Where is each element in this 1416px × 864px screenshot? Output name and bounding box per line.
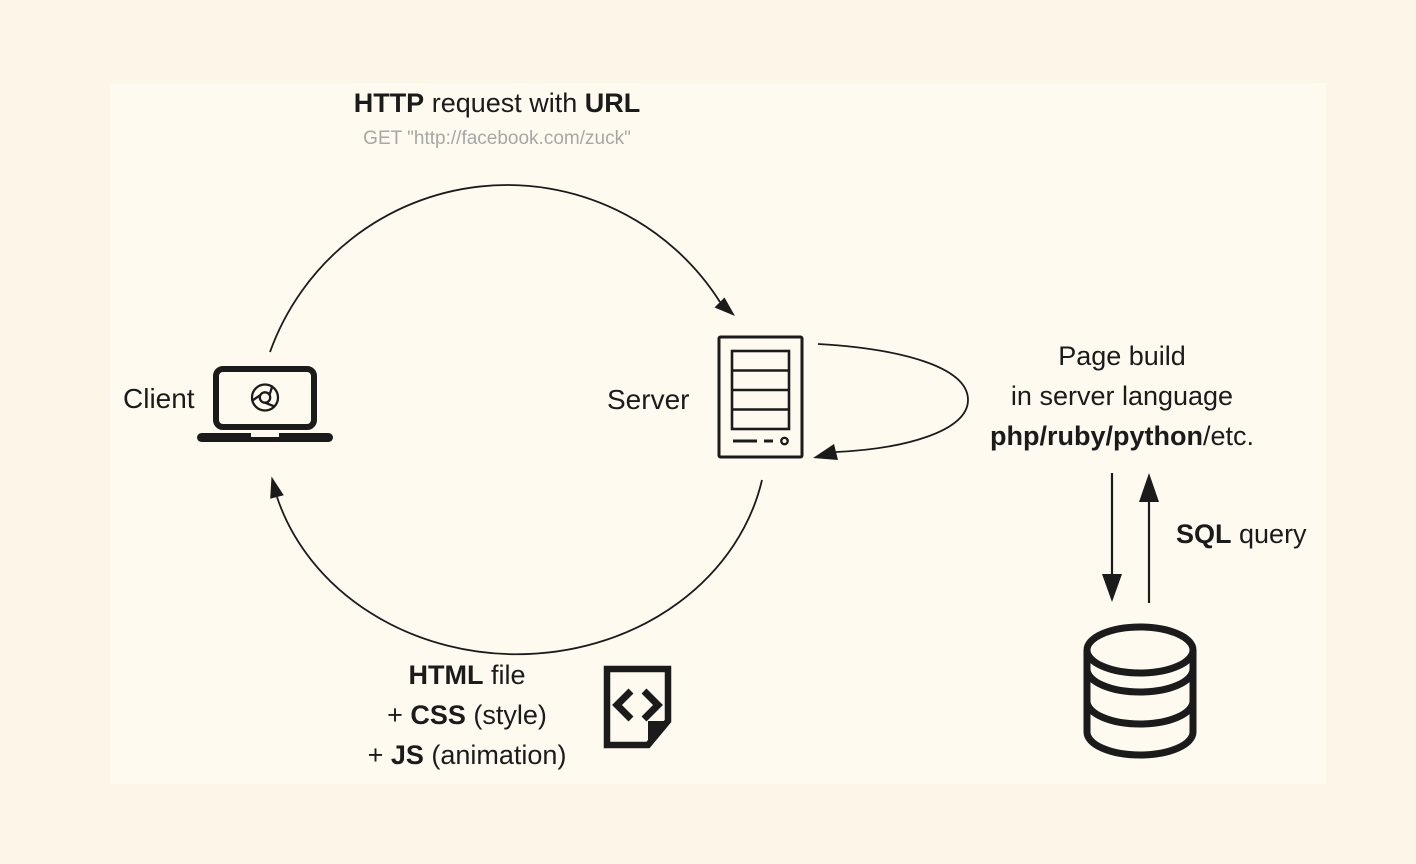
chromium-logo-icon: [250, 383, 280, 412]
http-request-title: HTTP request with URL: [353, 88, 641, 118]
code-file-icon: [603, 665, 672, 749]
page-build-caption: Page build in server language php/ruby/p…: [961, 336, 1283, 456]
database-icon: [1083, 623, 1197, 759]
page-build-loop-arrow: [813, 343, 969, 460]
http-request-example-url: GET "http://facebook.com/zuck": [363, 128, 631, 149]
sql-query-label: SQL query: [1176, 519, 1307, 549]
page-build-line3: php/ruby/python/etc.: [990, 421, 1254, 451]
http-request-arrow: [269, 184, 735, 353]
page-build-line1: Page build: [1058, 341, 1186, 371]
http-response-arrow: [270, 476, 763, 656]
http-request-caption: HTTP request with URL GET "http://facebo…: [292, 88, 702, 150]
laptop-browser-icon: [197, 366, 333, 442]
server-label: Server: [607, 384, 690, 415]
sql-up-arrow-icon: [1139, 473, 1159, 603]
sql-down-arrow-icon: [1102, 473, 1122, 602]
response-line3: + JS (animation): [367, 740, 567, 770]
server-rack-icon: [717, 335, 804, 459]
response-line1: HTML file: [408, 660, 526, 690]
response-line2: + CSS (style): [387, 700, 547, 730]
http-response-caption: HTML file + CSS (style) + JS (animation): [307, 655, 627, 775]
client-label: Client: [123, 383, 195, 414]
page-build-line2: in server language: [1010, 381, 1234, 411]
